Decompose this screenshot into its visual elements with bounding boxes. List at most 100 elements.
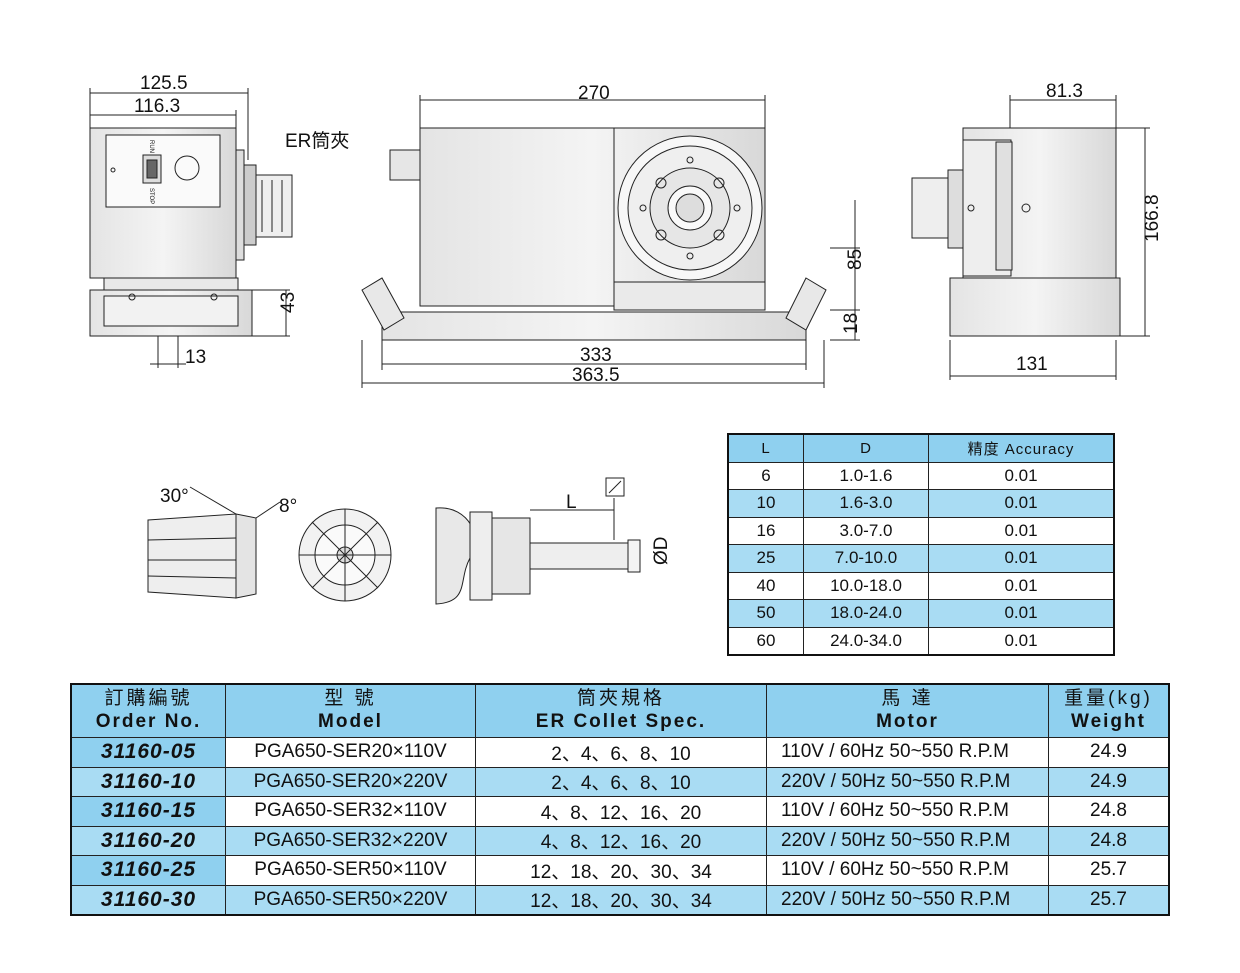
cell-D: 1.0-1.6 (803, 461, 929, 490)
collet-chuck (435, 477, 641, 605)
technical-drawings: 125.5 116.3 ER筒夾 RUN STOP 43 13 270 85 1… (89, 73, 1163, 388)
run-label: RUN (148, 140, 154, 153)
cell-order-no: 31160-20 (70, 825, 226, 856)
collet-diameter-D: ØD (651, 537, 672, 566)
dim-85: 85 (845, 249, 866, 270)
dim-131: 131 (1016, 354, 1048, 375)
cell-weight: 24.9 (1048, 737, 1170, 768)
front-view (89, 88, 293, 368)
cell-accuracy: 0.01 (928, 599, 1115, 628)
cell-accuracy: 0.01 (928, 544, 1115, 573)
cell-collet-spec: 2、4、6、8、10 (475, 737, 767, 768)
accuracy-header-accuracy: 精度 Accuracy (928, 433, 1115, 463)
cell-weight: 24.8 (1048, 796, 1170, 827)
table-row: 31160-20 PGA650-SER32×220V 4、8、12、16、20 … (70, 825, 1170, 856)
table-row: 31160-30 PGA650-SER50×220V 12、18、20、30、3… (70, 884, 1170, 916)
cell-accuracy: 0.01 (928, 516, 1115, 545)
header-zh: 筒夾規格 (576, 688, 665, 709)
cell-collet-spec: 4、8、12、16、20 (475, 796, 767, 827)
table-row: 31160-25 PGA650-SER50×110V 12、18、20、30、3… (70, 855, 1170, 886)
cell-L: 50 (727, 599, 804, 628)
header-en: Weight (1071, 711, 1146, 732)
cell-order-no: 31160-10 (70, 766, 226, 797)
cell-order-no: 31160-30 (70, 884, 226, 916)
cell-weight: 24.8 (1048, 825, 1170, 856)
cell-model: PGA650-SER20×220V (225, 766, 476, 797)
cell-motor: 220V / 50Hz 50~550 R.P.M (766, 884, 1049, 916)
accuracy-header-row: L D 精度 Accuracy (727, 433, 1115, 463)
header-zh: 重量(kg) (1064, 688, 1153, 709)
table-row: 31160-10 PGA650-SER20×220V 2、4、6、8、10 22… (70, 766, 1170, 797)
cell-accuracy: 0.01 (928, 571, 1115, 600)
cell-model: PGA650-SER50×110V (225, 855, 476, 886)
dim-81-3: 81.3 (1046, 81, 1083, 102)
collet-details: 30° 8° L ØD (147, 477, 672, 605)
cell-L: 6 (727, 461, 804, 490)
cell-collet-spec: 2、4、6、8、10 (475, 766, 767, 797)
cell-L: 40 (727, 571, 804, 600)
header-zh: 訂購編號 (104, 688, 193, 709)
cell-accuracy: 0.01 (928, 489, 1115, 518)
table-row: 31160-15 PGA650-SER32×110V 4、8、12、16、20 … (70, 796, 1170, 827)
er-collet-label: ER筒夾 (285, 130, 349, 152)
cell-D: 24.0-34.0 (803, 626, 929, 656)
accuracy-header-L: L (727, 433, 804, 463)
collet-side (147, 486, 281, 599)
header-en: Motor (876, 711, 939, 732)
table-row: 31160-05 PGA650-SER20×110V 2、4、6、8、10 11… (70, 737, 1170, 768)
cell-motor: 110V / 60Hz 50~550 R.P.M (766, 737, 1049, 768)
side-view (361, 95, 860, 388)
cell-model: PGA650-SER50×220V (225, 884, 476, 916)
cell-motor: 110V / 60Hz 50~550 R.P.M (766, 855, 1049, 886)
cell-D: 10.0-18.0 (803, 571, 929, 600)
header-en: Model (318, 711, 383, 732)
cell-D: 1.6-3.0 (803, 489, 929, 518)
dim-363-5: 363.5 (572, 365, 620, 386)
dim-270: 270 (578, 83, 610, 104)
cell-L: 10 (727, 489, 804, 518)
cell-D: 18.0-24.0 (803, 599, 929, 628)
dim-18: 18 (841, 313, 862, 334)
cell-collet-spec: 4、8、12、16、20 (475, 825, 767, 856)
header-en: ER Collet Spec. (535, 711, 707, 732)
header-zh: 馬 達 (881, 688, 934, 709)
cell-motor: 220V / 50Hz 50~550 R.P.M (766, 766, 1049, 797)
collet-length-L: L (566, 492, 577, 513)
cell-collet-spec: 12、18、20、30、34 (475, 855, 767, 886)
collet-end (298, 508, 392, 602)
cell-order-no: 31160-05 (70, 737, 226, 768)
collet-angle-8: 8° (279, 496, 297, 517)
dim-13: 13 (185, 347, 206, 368)
dim-166-8: 166.8 (1142, 194, 1163, 242)
cell-model: PGA650-SER32×220V (225, 825, 476, 856)
header-zh: 型 號 (324, 688, 377, 709)
collet-angle-30: 30° (160, 486, 189, 507)
dim-43: 43 (278, 292, 299, 313)
cell-weight: 25.7 (1048, 855, 1170, 886)
cell-D: 3.0-7.0 (803, 516, 929, 545)
cell-collet-spec: 12、18、20、30、34 (475, 884, 767, 916)
dim-333: 333 (580, 345, 612, 366)
cell-accuracy: 0.01 (928, 626, 1115, 656)
cell-model: PGA650-SER32×110V (225, 796, 476, 827)
header-en: Order No. (95, 711, 202, 732)
cell-weight: 24.9 (1048, 766, 1170, 797)
cell-L: 60 (727, 626, 804, 656)
cell-order-no: 31160-15 (70, 796, 226, 827)
cell-order-no: 31160-25 (70, 855, 226, 886)
cell-L: 25 (727, 544, 804, 573)
